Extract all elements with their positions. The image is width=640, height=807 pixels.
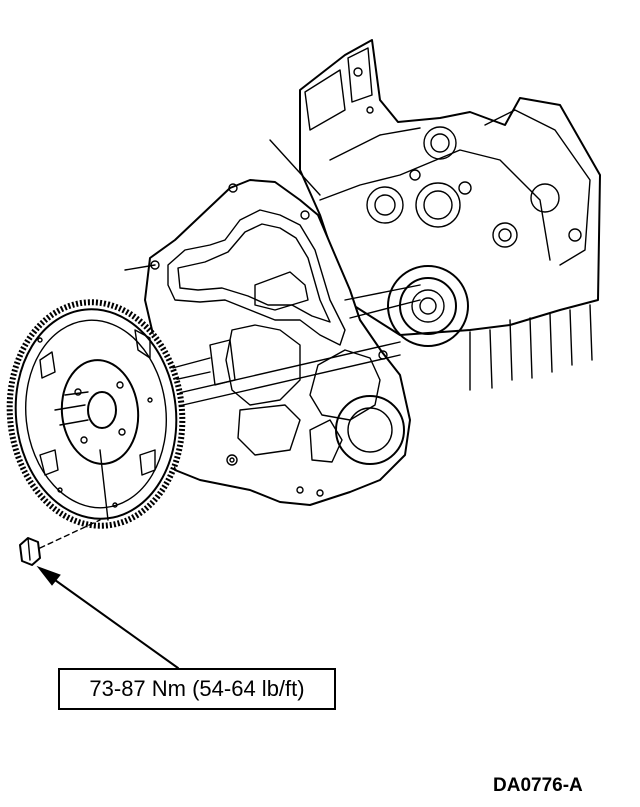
torque-callout-box: 73-87 Nm (54-64 lb/ft)	[58, 668, 336, 710]
figure-id-label: DA0776-A	[493, 775, 583, 796]
engine-block	[269, 39, 601, 391]
torque-spec-label: 73-87 Nm (54-64 lb/ft)	[89, 676, 305, 701]
alignment-lines	[159, 284, 421, 409]
leader-arrow	[36, 565, 179, 669]
flexplate-bolt	[19, 519, 101, 566]
engine-rear-cover-plate	[124, 179, 411, 506]
flexplate-with-ring-gear	[6, 299, 186, 529]
